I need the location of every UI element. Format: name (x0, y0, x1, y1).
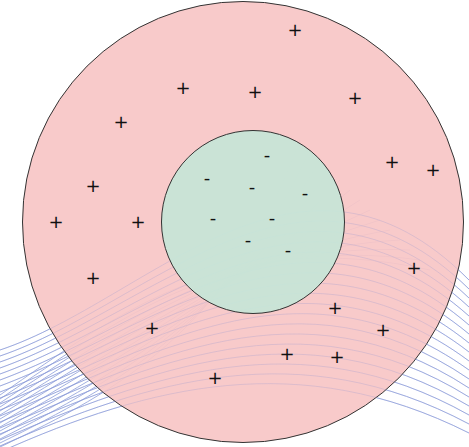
positive-charge: + (279, 345, 294, 363)
positive-charge: + (287, 21, 302, 39)
positive-charge: + (144, 319, 159, 337)
positive-charge: + (347, 89, 362, 107)
circle-outline (160, 129, 346, 315)
positive-charge: + (207, 369, 222, 387)
positive-charge: + (48, 213, 63, 231)
positive-charge: + (384, 153, 399, 171)
positive-charge: + (375, 321, 390, 339)
positive-charge: + (85, 177, 100, 195)
positive-charge: + (327, 299, 342, 317)
positive-charge: + (85, 269, 100, 287)
negative-charge: - (204, 169, 211, 187)
negative-charge: - (264, 146, 271, 164)
positive-charge: + (329, 348, 344, 366)
negative-charge: - (210, 209, 217, 227)
negative-charge: - (249, 178, 256, 196)
negative-charge: - (302, 184, 309, 202)
positive-charge: + (425, 161, 440, 179)
positive-charge: + (247, 83, 262, 101)
positive-charge: + (406, 259, 421, 277)
positive-charge: + (113, 113, 128, 131)
negative-charge: - (285, 241, 292, 259)
negative-charge: - (269, 209, 276, 227)
positive-charge: + (175, 79, 190, 97)
positive-charge: + (130, 213, 145, 231)
inner-region-circle: -------- (161, 130, 345, 314)
negative-charge: - (245, 231, 252, 249)
outer-region-circle: ++++++++++++++++++-------- (22, 1, 464, 443)
